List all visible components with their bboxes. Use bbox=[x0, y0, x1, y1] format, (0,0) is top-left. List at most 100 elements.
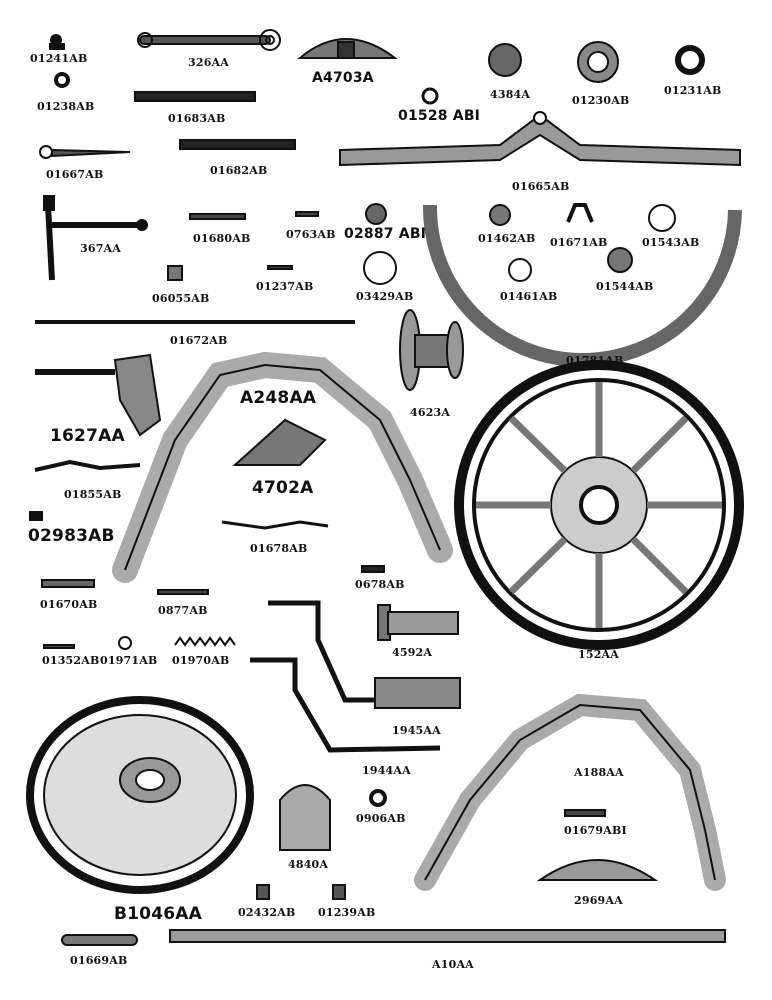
part-01679abi-pin bbox=[564, 809, 606, 817]
part-01239ab-nut bbox=[332, 884, 346, 900]
label-1944aa: 1944AA bbox=[362, 764, 411, 777]
part-01543ab-ring bbox=[648, 204, 676, 232]
part-a4703a-plate bbox=[297, 38, 398, 59]
label-b1046aa: B1046AA bbox=[114, 904, 202, 924]
part-2969aa-plate bbox=[536, 859, 659, 881]
part-02887abi-bushing bbox=[365, 203, 387, 225]
part-a188aa-yoke bbox=[414, 693, 726, 891]
part-1945aa-crank bbox=[268, 600, 461, 709]
label-01669ab: 01669AB bbox=[70, 954, 128, 967]
part-0906ab-ring bbox=[369, 789, 387, 807]
label-a4703a: A4703A bbox=[312, 70, 374, 86]
label-367aa: 367AA bbox=[80, 242, 122, 255]
label-01238ab: 01238AB bbox=[37, 100, 95, 113]
label-01781ab: 01781AB bbox=[566, 354, 624, 367]
part-02983ab-key bbox=[29, 511, 43, 521]
label-02983ab: 02983AB bbox=[28, 526, 115, 546]
part-b1046aa-pulley bbox=[26, 696, 254, 894]
part-a248aa-yoke bbox=[112, 351, 453, 583]
label-01671ab: 01671AB bbox=[550, 236, 608, 249]
part-01678ab-wire bbox=[221, 520, 329, 530]
part-326aa-link bbox=[137, 29, 281, 51]
part-1944aa-crank bbox=[250, 657, 441, 753]
part-0877ab-pin bbox=[157, 589, 209, 595]
part-01671ab-clip bbox=[566, 203, 594, 223]
part-01544ab-gear bbox=[607, 247, 633, 273]
part-01971ab-ring bbox=[118, 636, 132, 650]
label-03429ab: 03429AB bbox=[356, 290, 414, 303]
label-01543ab: 01543AB bbox=[642, 236, 700, 249]
label-0906ab: 0906AB bbox=[356, 812, 406, 825]
part-4702a-casting bbox=[232, 418, 327, 466]
part-01667ab-arm bbox=[39, 145, 131, 159]
part-02432ab-nut bbox=[256, 884, 270, 900]
part-4623a-hub bbox=[399, 309, 464, 391]
part-01680ab-pin bbox=[189, 213, 246, 220]
label-01672ab: 01672AB bbox=[170, 334, 228, 347]
label-0678ab: 0678AB bbox=[355, 578, 405, 591]
part-152aa-wheel bbox=[454, 360, 744, 650]
part-01683ab-bar bbox=[134, 91, 256, 102]
label-01528abi: 01528 ABI bbox=[398, 108, 481, 124]
part-01230ab-bearing bbox=[577, 41, 619, 83]
label-01544ab: 01544AB bbox=[596, 280, 654, 293]
label-01241ab: 01241AB bbox=[30, 52, 88, 65]
label-01971ab: 01971AB bbox=[100, 654, 158, 667]
label-2969aa: 2969AA bbox=[574, 894, 623, 907]
part-01781ab-segment bbox=[422, 204, 742, 367]
label-02432ab: 02432AB bbox=[238, 906, 296, 919]
label-4592a: 4592A bbox=[392, 646, 433, 659]
part-01461ab-ring bbox=[508, 258, 532, 282]
label-01682ab: 01682AB bbox=[210, 164, 268, 177]
part-01970ab-spring bbox=[174, 636, 236, 647]
label-01230ab: 01230AB bbox=[572, 94, 630, 107]
label-02887abi: 02887 ABI bbox=[344, 226, 427, 242]
label-a10aa: A10AA bbox=[432, 958, 474, 971]
label-01970ab: 01970AB bbox=[172, 654, 230, 667]
label-01665ab: 01665AB bbox=[512, 180, 570, 193]
part-01231ab-washer bbox=[675, 45, 705, 75]
label-4840a: 4840A bbox=[288, 858, 329, 871]
part-01682ab-bar bbox=[179, 139, 296, 150]
label-01352ab: 01352AB bbox=[42, 654, 100, 667]
label-01679abi: 01679ABI bbox=[564, 824, 627, 837]
part-01241ab-bolt bbox=[49, 34, 65, 50]
part-01669ab-pin bbox=[61, 934, 138, 946]
part-03429ab-ring bbox=[363, 251, 397, 285]
part-4592a-fitting bbox=[377, 604, 459, 641]
label-326aa: 326AA bbox=[188, 56, 230, 69]
label-01678ab: 01678AB bbox=[250, 542, 308, 555]
label-01462ab: 01462AB bbox=[478, 232, 536, 245]
label-a248aa: A248AA bbox=[240, 388, 317, 408]
part-01528abi-nut bbox=[421, 87, 439, 105]
label-01670ab: 01670AB bbox=[40, 598, 98, 611]
part-01665ab-frame bbox=[339, 111, 741, 167]
label-01667ab: 01667AB bbox=[46, 168, 104, 181]
label-01461ab: 01461AB bbox=[500, 290, 558, 303]
part-367aa-bracket bbox=[43, 195, 148, 281]
part-1627aa-knuckle bbox=[35, 353, 162, 437]
label-01680ab: 01680AB bbox=[193, 232, 251, 245]
label-01231ab: 01231AB bbox=[664, 84, 722, 97]
part-01670ab-pin bbox=[41, 579, 95, 588]
part-4384a-cap bbox=[488, 43, 522, 77]
label-01855ab: 01855AB bbox=[64, 488, 122, 501]
part-a10aa-rod bbox=[169, 929, 726, 943]
part-06055ab-sleeve bbox=[167, 265, 183, 281]
label-06055ab: 06055AB bbox=[152, 292, 210, 305]
part-01855ab-spring bbox=[34, 459, 141, 472]
label-1945aa: 1945AA bbox=[392, 724, 441, 737]
part-01237ab-pin bbox=[267, 265, 293, 270]
label-4623a: 4623A bbox=[410, 406, 451, 419]
label-01683ab: 01683AB bbox=[168, 112, 226, 125]
part-0763ab-pin bbox=[295, 211, 319, 217]
label-a188aa: A188AA bbox=[574, 766, 624, 779]
label-1627aa: 1627AA bbox=[50, 426, 125, 446]
part-01352ab-pin bbox=[43, 644, 75, 649]
part-4840a-plate bbox=[279, 784, 331, 851]
label-152aa: 152AA bbox=[578, 648, 620, 661]
label-0877ab: 0877AB bbox=[158, 604, 208, 617]
label-01239ab: 01239AB bbox=[318, 906, 376, 919]
label-01237ab: 01237AB bbox=[256, 280, 314, 293]
